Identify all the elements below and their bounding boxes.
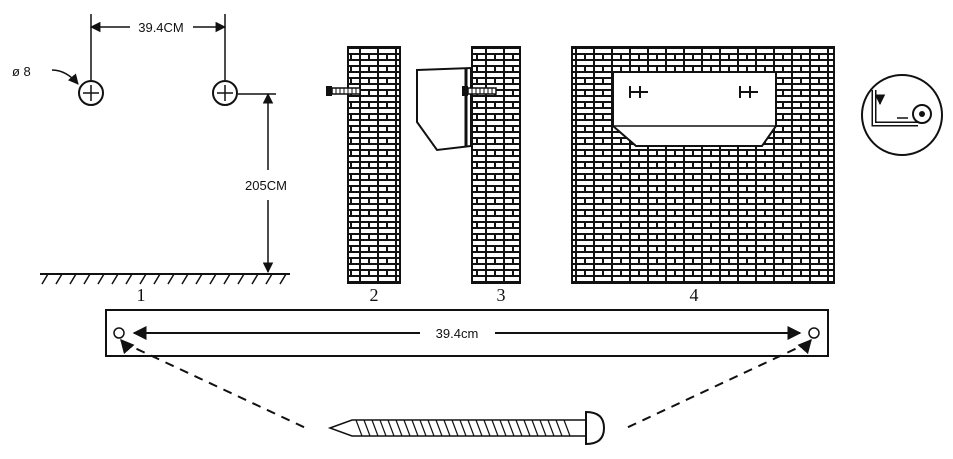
brick-wall-icon <box>347 46 401 284</box>
hole-spacing-label: 39.4CM <box>138 20 184 35</box>
guide-line-left <box>121 341 311 431</box>
diameter-pointer <box>51 69 79 85</box>
mounting-slot-left <box>629 86 648 98</box>
step-number-4: 4 <box>690 285 699 305</box>
screw-icon <box>326 86 361 96</box>
screw-icon <box>462 86 497 96</box>
step-3-hang-lamp: 3 <box>416 46 521 305</box>
hole-diameter-label: ø 8 <box>12 64 31 79</box>
step-1-drill-layout: 39.4CM ø 8 205CM <box>12 14 290 305</box>
step-number-1: 1 <box>137 285 146 305</box>
mount-height-label: 205CM <box>245 178 287 193</box>
ground-line <box>40 273 290 285</box>
step-number-2: 2 <box>370 285 379 305</box>
mounting-slot-right <box>739 86 758 98</box>
solar-lamp-side-icon <box>416 66 472 152</box>
step-number-3: 3 <box>497 285 506 305</box>
step-2-insert-screws: 2 <box>326 46 401 305</box>
screw-icon <box>327 410 606 446</box>
brick-wall-icon <box>471 46 521 284</box>
switch-icon <box>861 74 943 156</box>
drill-hole-right <box>212 80 238 106</box>
guide-line-right <box>621 341 811 431</box>
mounting-bracket: 39.4cm <box>105 309 829 357</box>
step-4-mounted-front-view: 4 <box>571 46 835 305</box>
bracket-hole-left <box>113 327 125 339</box>
bracket-length-label: 39.4cm <box>436 326 479 341</box>
drill-hole-left <box>78 80 104 106</box>
bracket-hole-right <box>808 327 820 339</box>
solar-lamp-front-icon <box>612 71 777 147</box>
